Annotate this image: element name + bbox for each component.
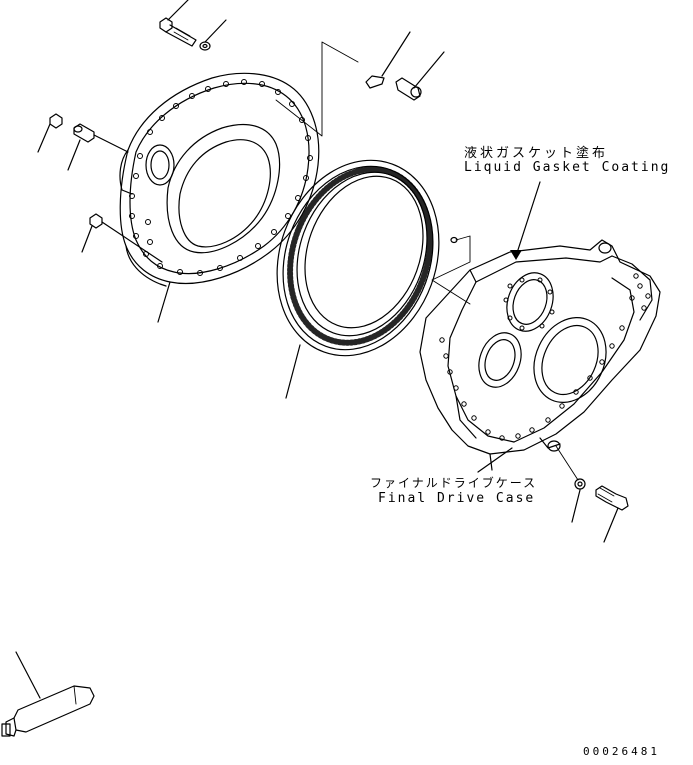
ring-gear: [251, 137, 466, 398]
lower-washer: [556, 446, 585, 522]
upper-washer: [366, 32, 410, 88]
case-leader-line: [478, 448, 512, 472]
upper-bolt: [396, 52, 444, 100]
final-drive-case: [420, 236, 660, 470]
dowel-pin-1: [38, 114, 62, 152]
lower-bolt: [596, 486, 628, 542]
gasket-leader-arrow: [510, 182, 540, 260]
gasket-label-english: Liquid Gasket Coating: [464, 160, 671, 175]
gasket-label-japanese: 液状ガスケット塗布: [464, 146, 609, 161]
alignment-line-top: [276, 42, 358, 136]
gasket-tube: [2, 652, 94, 736]
carrier-housing: [94, 73, 319, 322]
case-label-japanese: ファイナルドライブケース: [370, 476, 538, 490]
case-label-english: Final Drive Case: [378, 491, 536, 506]
dowel-pin-2: [68, 124, 94, 170]
drawing-code: 00026481: [583, 745, 660, 758]
dowel-pin-3: [82, 214, 102, 252]
top-washer: [200, 20, 226, 50]
top-bolt: [160, 0, 196, 46]
